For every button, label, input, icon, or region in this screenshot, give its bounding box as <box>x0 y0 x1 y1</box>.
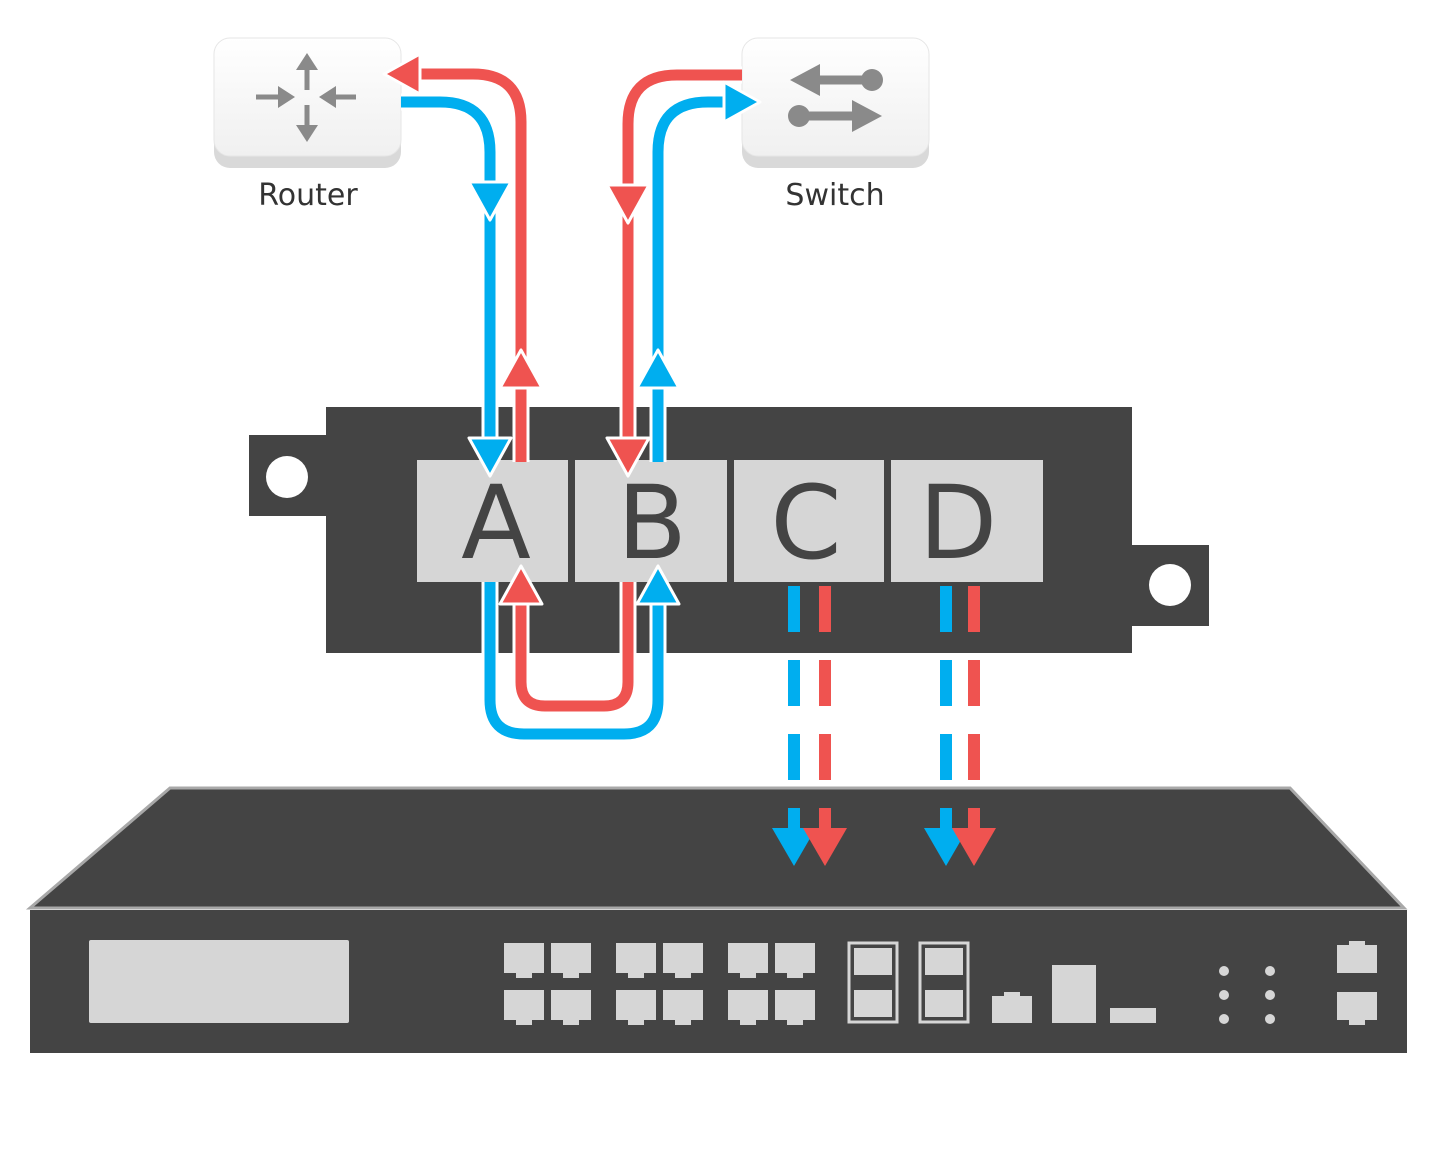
status-leds <box>1219 966 1275 1024</box>
port-label-c: C <box>770 464 841 583</box>
flow-port-c-to-appliance <box>772 586 847 866</box>
ethernet-ports <box>504 943 815 1025</box>
flow-router-to-port-a <box>401 93 513 478</box>
flow-loop-a-b <box>481 564 681 743</box>
network-tap-device: A B C D <box>249 407 1209 653</box>
sfp-ports <box>847 941 970 1024</box>
switch-label: Switch <box>785 178 884 213</box>
management-ports <box>1337 941 1377 1025</box>
tap-port-b <box>575 460 727 582</box>
flow-port-a-to-router <box>382 52 544 462</box>
console-ports <box>992 965 1156 1023</box>
appliance-display <box>89 940 349 1023</box>
mounting-hole-left <box>266 456 308 498</box>
flow-port-b-to-switch <box>635 80 762 462</box>
monitoring-appliance <box>25 786 1408 1053</box>
router-icon <box>256 53 356 142</box>
mounting-hole-right <box>1149 564 1191 606</box>
switch-device: Switch <box>741 37 930 213</box>
port-label-d: D <box>919 464 998 583</box>
tap-port-c <box>734 460 884 582</box>
router-label: Router <box>258 178 358 213</box>
port-label-b: B <box>617 464 687 583</box>
router-device: Router <box>213 37 402 213</box>
flow-port-d-to-appliance <box>924 586 996 866</box>
port-label-a: A <box>461 464 531 583</box>
tap-port-d <box>891 460 1043 582</box>
tap-port-a <box>417 460 568 582</box>
flow-switch-to-port-b <box>605 66 742 478</box>
switch-arrows-icon <box>788 64 883 132</box>
